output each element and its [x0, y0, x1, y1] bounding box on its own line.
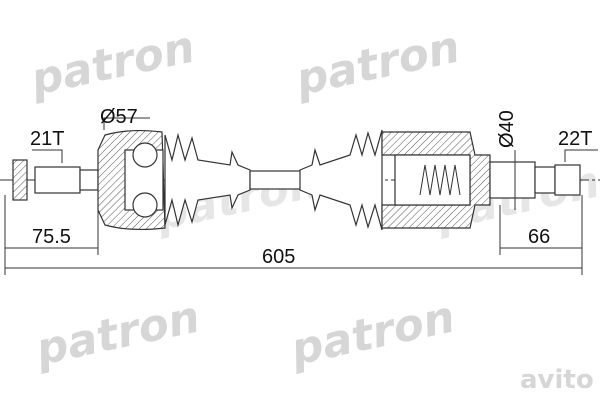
left-diameter-label: Ø57 [100, 106, 138, 128]
watermark-logo: patron [291, 21, 464, 105]
left-spline-label: 21T [30, 128, 64, 150]
dimension-labels: 21T Ø57 75.5 605 Ø40 22T 66 [30, 106, 592, 268]
shaft-parts [0, 129, 600, 231]
right-diameter-label: Ø40 [496, 110, 518, 148]
dimension-lines [4, 117, 598, 275]
total-length-label: 605 [262, 246, 295, 268]
watermark-logo: patron [286, 291, 459, 375]
right-spline-label: 22T [558, 128, 592, 150]
right-length-label: 66 [528, 226, 550, 248]
left-length-label: 75.5 [32, 226, 71, 248]
watermark-logo: patron [26, 21, 199, 105]
watermark-logo: patron [31, 291, 204, 375]
avito-logo: avito [520, 365, 594, 395]
